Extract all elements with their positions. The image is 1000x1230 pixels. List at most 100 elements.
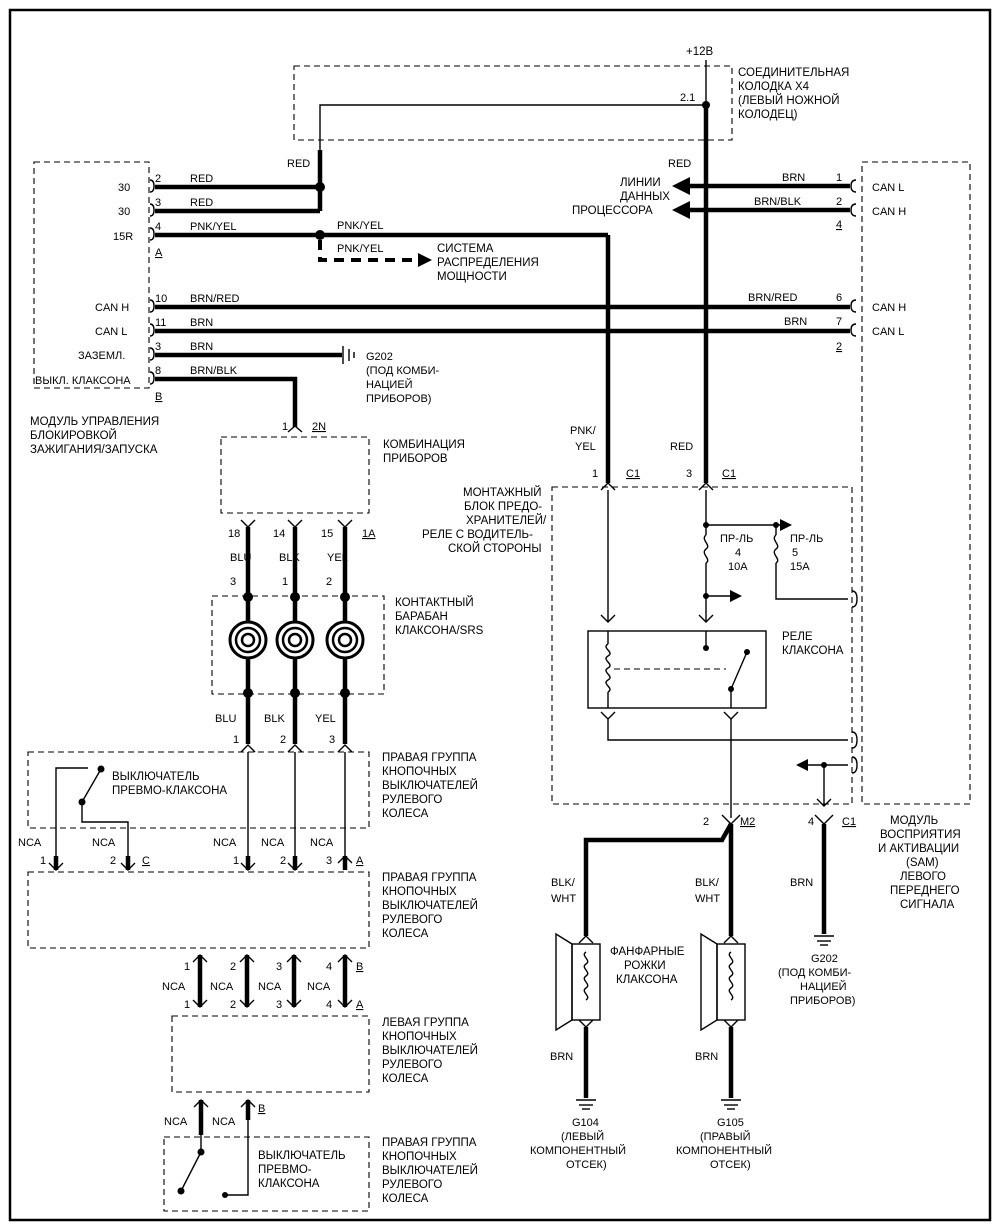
fuse4-3: 10A xyxy=(728,561,748,573)
ignition-module: МОДУЛЬ УПРАВЛЕНИЯ БЛОКИРОВКОЙ ЗАЖИГАНИЯ/… xyxy=(30,161,240,456)
ground-g105: G105 (ПРАВЫЙ КОМПОНЕНТНЫЙ ОТСЕК) xyxy=(676,1099,772,1171)
sam-label-7: СИГНАЛА xyxy=(900,899,955,911)
nca-7: NCA xyxy=(210,981,234,993)
power-distribution-link: PNK/YEL СИСТЕМА РАСПРЕДЕЛЕНИЯ МОЩНОСТИ xyxy=(318,240,539,283)
wire-blkwht-left-1: BLK/ xyxy=(551,877,576,889)
wire-brnred-label-1: BRN/RED xyxy=(190,293,240,305)
power-wire-label: PNK/YEL xyxy=(337,243,383,255)
wire-red-label-2: RED xyxy=(190,197,213,209)
fuse4-2: 4 xyxy=(735,547,741,559)
cluster-label-2: ПРИБОРОВ xyxy=(383,453,448,465)
g202-left-3: ПРИБОРОВ) xyxy=(366,393,431,405)
cluster-top-conn: 2N xyxy=(312,421,326,433)
spiral-icon-2 xyxy=(275,620,315,660)
lg-top-pin-2: 2 xyxy=(230,961,236,973)
lg-label-3: ВЫКЛЮЧАТЕЛЕЙ xyxy=(382,1044,478,1057)
wire-brn-horn-right: BRN xyxy=(695,1051,718,1063)
lg-label-2: КНОПОЧНЫХ xyxy=(382,1031,457,1043)
g202-right-3: ПРИБОРОВ) xyxy=(790,995,855,1007)
lg-label-1: ЛЕВАЯ ГРУППА xyxy=(382,1017,469,1029)
rg2-conn-c: C xyxy=(142,855,150,867)
rg2-pin-3: 3 xyxy=(326,855,332,867)
wire-red-label-top: RED xyxy=(287,158,310,170)
rg3-label-4: РУЛЕВОГО xyxy=(382,1179,442,1191)
connector-x4: +12В 2.1 СОЕДИНИТЕЛЬНАЯ КОЛОДКА X4 (ЛЕВЫ… xyxy=(293,46,849,150)
x4-label-3: (ЛЕВЫЙ НОЖНОЙ xyxy=(738,94,840,107)
rg3-label-2: КНОПОЧНЫХ xyxy=(382,1151,457,1163)
lg-label-4: РУЛЕВОГО xyxy=(382,1059,442,1071)
nca-11: NCA xyxy=(212,1116,236,1128)
cs-label-2: БАРАБАН xyxy=(395,611,448,623)
fuse-relay-block: PNK/ YEL RED 1 C1 3 C1 МОНТАЖНЫЙ БЛОК ПР… xyxy=(422,425,858,818)
rg3-switch-3: КЛАКСОНА xyxy=(258,1178,320,1190)
rg2-label-3: ВЫКЛЮЧАТЕЛЕЙ xyxy=(382,899,478,912)
clockspring: 3 1 2 КОНТАКТНЫЙ БАРАБАН КЛАКСОНА/SRS xyxy=(211,576,484,698)
fb-conn1: C1 xyxy=(626,468,640,480)
lg-bot-pin-4: 4 xyxy=(326,999,332,1011)
sam-label-3: И АКТИВАЦИИ xyxy=(878,843,959,855)
m2-conn: M2 xyxy=(740,816,755,828)
x4-label-2: КОЛОДКА X4 xyxy=(738,81,810,93)
wire-pnkyel-label-1: PNK/YEL xyxy=(190,221,236,233)
sam-pin-3: 7 xyxy=(836,316,842,328)
horns-label-3: КЛАКСОНА xyxy=(616,974,678,986)
rg3-label-1: ПРАВАЯ ГРУППА xyxy=(382,1137,477,1149)
ign-pin-4: 11 xyxy=(155,317,166,329)
fb-label-5: СКОЙ СТОРОНЫ xyxy=(448,542,542,555)
fuse-4-icon xyxy=(703,534,709,564)
fb-label-2: БЛОК ПРЕДО- xyxy=(464,501,542,513)
ign-row-name-0: 30 xyxy=(118,182,130,194)
cs-pin-3: 3 xyxy=(230,576,236,588)
horns-label-1: ФАНФАРНЫЕ xyxy=(610,946,685,958)
ign-row-name-4: CAN L xyxy=(95,326,127,338)
left-switch-group: ЛЕВАЯ ГРУППА КНОПОЧНЫХ ВЫКЛЮЧАТЕЛЕЙ РУЛЕ… xyxy=(171,1015,478,1093)
g105-id: G105 xyxy=(717,1117,744,1129)
rg1-pin-2: 2 xyxy=(280,734,286,746)
sam-conn-2: 2 xyxy=(836,341,842,353)
sam-row-name-1: CAN H xyxy=(872,206,906,218)
sam-row-name-2: CAN H xyxy=(872,302,906,314)
wire-brn-horn-left: BRN xyxy=(550,1051,573,1063)
right-switch-group-1: 1 2 3 ВЫКЛЮЧАТЕЛЬ ПРЕВМО-КЛАКСОНА ПРАВАЯ… xyxy=(27,734,478,856)
rg2-pin-2c: 2 xyxy=(110,855,116,867)
lg-bot-pin-2: 2 xyxy=(230,999,236,1011)
ground-g104: G104 (ЛЕВЫЙ КОМПОНЕНТНЫЙ ОТСЕК) xyxy=(530,1099,626,1171)
ign-pin-1: 3 xyxy=(155,197,161,209)
wire-blu-label-2: BLU xyxy=(215,713,236,725)
rg2-pin-1a: 1 xyxy=(40,855,46,867)
rg1-pin-1: 1 xyxy=(233,734,239,746)
ign-conn-a: A xyxy=(155,247,163,259)
g105-3: ОТСЕК) xyxy=(710,1159,751,1171)
sam-label-4: (SAM) xyxy=(906,857,939,869)
wire-brnblk-label-1: BRN/BLK xyxy=(190,365,238,377)
fb-label-4: РЕЛЕ С ВОДИТЕЛЬ- xyxy=(422,529,533,541)
nca-8: NCA xyxy=(258,981,282,993)
page-frame xyxy=(8,8,992,1222)
fuse-5-icon xyxy=(773,534,779,564)
wire-blkwht-left-2: WHT xyxy=(551,893,576,905)
rg2-pin-2: 2 xyxy=(280,855,286,867)
sam-wire-3: BRN xyxy=(784,316,807,328)
cluster-top-pin: 1 xyxy=(282,421,288,433)
cs-label-3: КЛАКСОНА/SRS xyxy=(395,625,484,637)
sam-row-name-0: CAN L xyxy=(872,182,904,194)
rg1-label-5: КОЛЕСА xyxy=(382,808,429,820)
wire-brn-sam: BRN xyxy=(790,877,813,889)
fb-pin1: 1 xyxy=(592,468,598,480)
fuse5-1: ПР-ЛЬ xyxy=(790,533,823,545)
horns-label-2: РОЖКИ xyxy=(624,960,666,972)
fb-red: RED xyxy=(670,441,693,453)
fuse5-2: 5 xyxy=(792,547,798,559)
nca-6: NCA xyxy=(162,981,186,993)
g104-id: G104 xyxy=(572,1117,599,1129)
lg-bot-conn-a: A xyxy=(356,999,364,1011)
sam-label-6: ПЕРЕДНЕГО xyxy=(890,885,960,897)
wire-brn-label-1: BRN xyxy=(190,317,213,329)
m2-pin: 2 xyxy=(703,816,709,828)
rg2-label-5: КОЛЕСА xyxy=(382,928,429,940)
rg2-label-4: РУЛЕВОГО xyxy=(382,914,442,926)
rg3-switch-2: ПРЕВМО- xyxy=(258,1164,312,1176)
horn-coil-icon-left xyxy=(583,951,589,1001)
wire-pnkyel-label-2: PNK/YEL xyxy=(337,220,383,232)
